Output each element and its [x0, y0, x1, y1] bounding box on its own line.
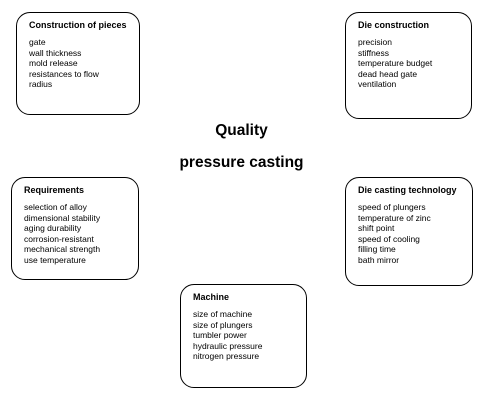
die-casting-technology-list: speed of plungers temperature of zinc sh… — [358, 202, 462, 265]
construction-of-pieces-list: gate wall thickness mold release resista… — [29, 37, 129, 90]
list-item: use temperature — [24, 254, 86, 265]
list-item: tumbler power — [193, 330, 247, 340]
list-item: stiffness — [358, 47, 390, 58]
list-item: speed of plungers — [358, 202, 426, 212]
die-construction-list: precision stiffness temperature budget d… — [358, 37, 461, 90]
list-item: dead head gate — [358, 68, 418, 79]
construction-of-pieces-box: Construction of pieces gate wall thickne… — [16, 12, 140, 115]
list-item: nitrogen pressure — [193, 351, 260, 361]
list-item: temperature budget — [358, 58, 433, 68]
machine-box: Machine size of machine size of plungers… — [180, 284, 307, 388]
list-item: resistances to flow — [29, 68, 99, 79]
list-item: gate — [29, 37, 46, 47]
list-item: ventilation — [358, 79, 397, 89]
requirements-box: Requirements selection of alloy dimensio… — [11, 177, 139, 280]
list-item: precision — [358, 37, 393, 47]
list-item: selection of alloy — [24, 202, 87, 212]
list-item: bath mirror — [358, 254, 400, 265]
list-item: speed of cooling — [358, 233, 420, 244]
list-item: temperature of zinc — [358, 212, 431, 223]
die-construction-box: Die construction precision stiffness tem… — [345, 12, 472, 119]
requirements-title: Requirements — [24, 185, 85, 195]
die-construction-title: Die construction — [358, 20, 430, 30]
center-title-quality: Quality — [215, 122, 268, 139]
list-item: radius — [29, 79, 53, 89]
requirements-list: selection of alloy dimensional stability… — [24, 202, 128, 265]
list-item: dimensional stability — [24, 212, 101, 223]
list-item: shift point — [358, 223, 395, 233]
list-item: mold release — [29, 58, 78, 68]
construction-of-pieces-title: Construction of pieces — [29, 20, 127, 30]
list-item: size of plungers — [193, 319, 253, 330]
die-casting-technology-title: Die casting technology — [358, 185, 457, 195]
center-title-pressure-casting: pressure casting — [179, 154, 304, 171]
list-item: size of machine — [193, 309, 253, 319]
list-item: aging durability — [24, 223, 82, 233]
list-item: mechanical strength — [24, 244, 101, 254]
list-item: filling time — [358, 244, 396, 254]
list-item: corrosion-resistant — [24, 233, 94, 244]
die-casting-technology-box: Die casting technology speed of plungers… — [345, 177, 473, 286]
list-item: wall thickness — [29, 47, 82, 58]
machine-title: Machine — [193, 292, 230, 302]
machine-list: size of machine size of plungers tumbler… — [193, 309, 296, 362]
list-item: hydraulic pressure — [193, 340, 263, 351]
